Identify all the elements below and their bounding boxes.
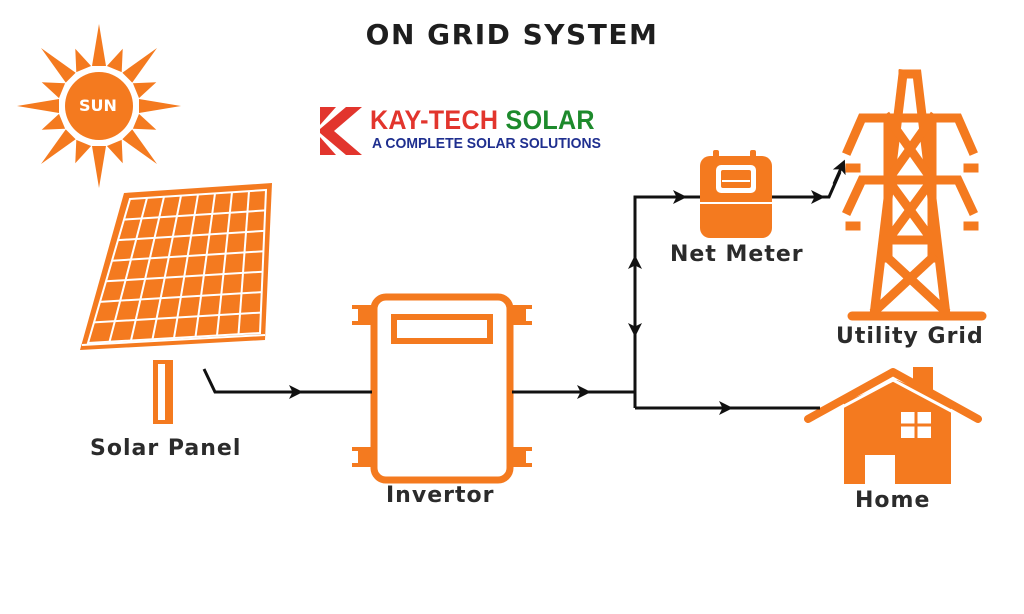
sun-ray [75,139,92,164]
arrow-into-grid [832,159,846,185]
sun-ray [106,48,123,73]
invertor-icon [352,293,532,484]
sun-ray [132,82,157,99]
sun-ray [132,113,157,130]
panel-grid-line [130,196,165,341]
sun-ray [92,24,106,66]
sun-ray [41,82,66,99]
panel-grid-line [99,291,262,303]
panel-grid-line [105,270,263,283]
brand-name-kaytech: KAY-TECH [370,105,499,135]
home-icon [804,367,982,485]
sun-ray [92,146,106,188]
sun-ray [41,48,76,83]
sun-icon [17,24,181,188]
sun-ray [41,129,76,164]
utility-grid-label: Utility Grid [836,324,984,349]
panel-grid-line [173,194,199,339]
panel-grid-line [111,250,264,262]
panel-grid-line [93,311,261,324]
panel-grid-line [108,197,148,343]
sun-label: SUN [79,96,117,115]
sun-ray [41,113,66,130]
kaytech-logo-icon [320,107,362,155]
flow-net-meter-to-grid [772,171,842,199]
flow-to-net-meter [633,195,700,408]
solar-panel-icon [80,183,272,424]
brand-tagline: A COMPLETE SOLAR SOLUTIONS [372,135,601,152]
net-meter-label: Net Meter [670,242,804,267]
invertor-label: Invertor [386,483,495,508]
sun-ray [75,48,92,73]
sun-ray [17,99,59,113]
panel-grid-line [194,193,216,337]
panel-grid-line [123,209,266,221]
flow-lines [202,159,846,415]
panel-grid-line [216,192,233,336]
brand-name-solar: SOLAR [505,105,595,135]
panel-grid-line [117,229,265,242]
panel-grid-line [237,191,250,335]
utility-grid-tower-icon [842,68,987,321]
panel-grid-line [151,195,182,340]
sun-ray [122,48,157,83]
home-label: Home [855,488,931,513]
sun-ray [122,129,157,164]
sun-ray [139,99,181,113]
solar-panel-label: Solar Panel [90,436,242,461]
net-meter-icon [700,150,772,238]
flow-solar-to-invertor [202,368,372,394]
sun-ray [106,139,123,164]
diagram-title: ON GRID SYSTEM [365,18,659,51]
brand-name: KAY-TECH SOLAR [370,105,595,136]
